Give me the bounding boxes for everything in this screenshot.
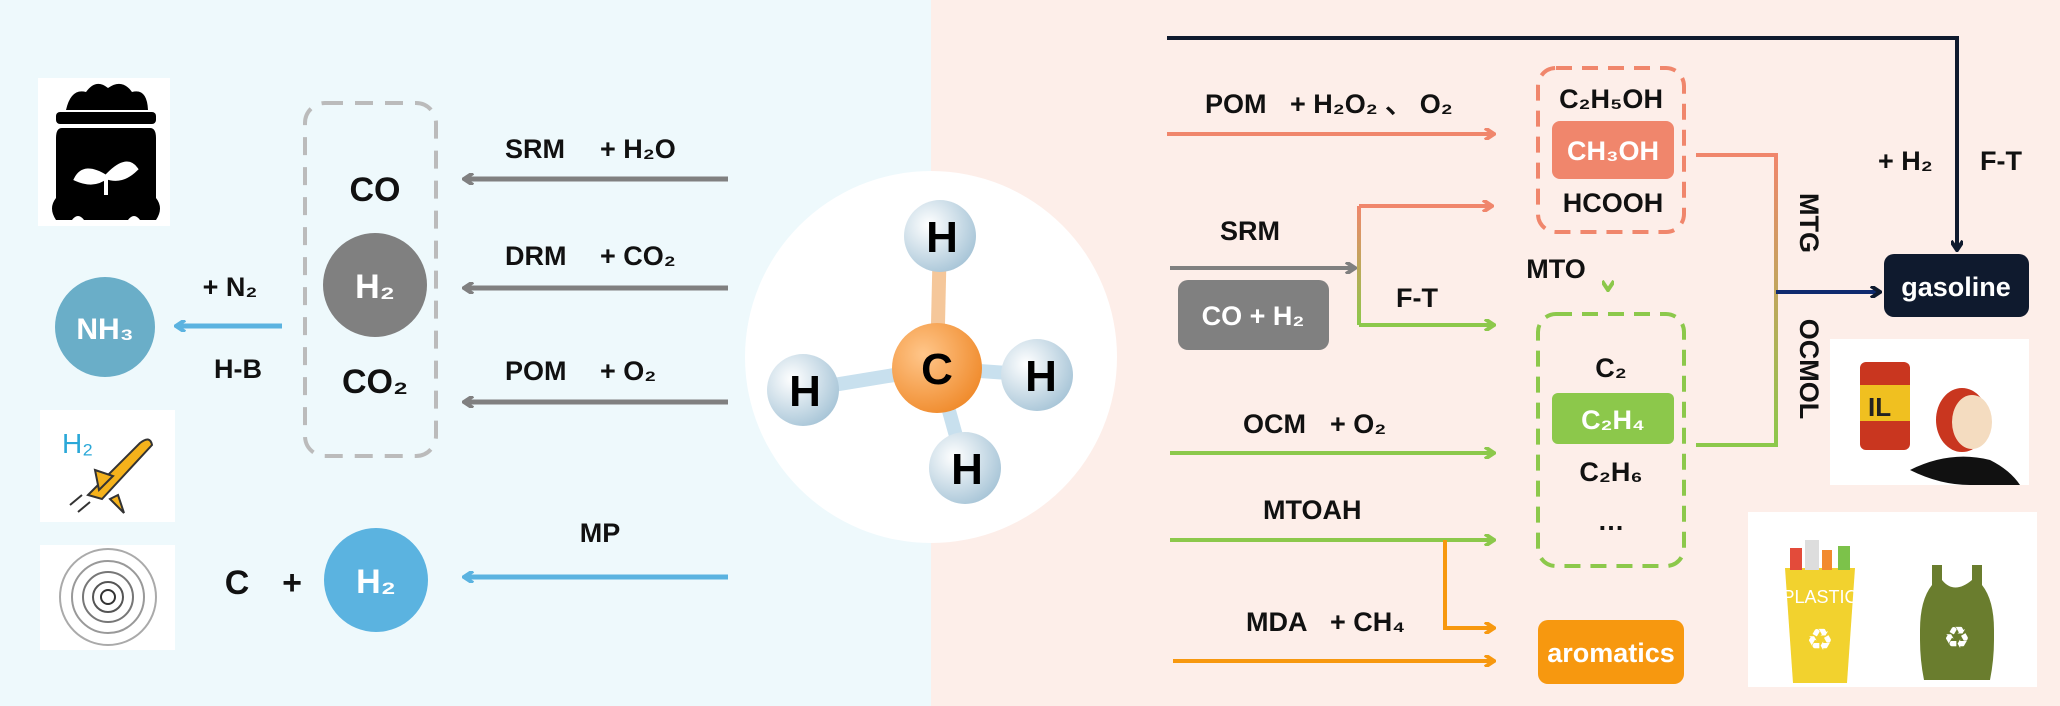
h2-syngas-label: H₂ [355,268,395,306]
syngas-label: CO + H₂ [1202,301,1305,331]
h-label-top: H [926,213,958,262]
ocmol-label: OCMOL [1794,319,1824,420]
oil-barrels-image: IL [1830,339,2029,485]
methane-molecule: C H H H H [745,171,1117,543]
nh3-circle [55,277,155,377]
mto-label: MTO [1526,254,1586,284]
formic-acid-label: HCOOH [1563,188,1664,218]
ocm-label: OCM [1243,409,1306,439]
top-h2-reagent: + H₂ [1878,146,1933,176]
olefins-box [1536,312,1686,568]
pom-reagent: + O₂ [600,356,656,386]
carbon-atom [892,323,982,413]
mtoah-aromatics-arrow [1443,540,1494,628]
hydrogen-atom-left [767,354,839,426]
h-label-right: H [1025,352,1057,401]
hydrogen-atom-right [1001,339,1073,411]
plus-label: + [282,564,302,602]
ethylene-box [1552,393,1674,444]
hb-label: H-B [214,354,262,384]
co-label: CO [350,171,401,209]
h-label-bottom: H [951,445,983,494]
methanol-label: CH₃OH [1567,136,1659,166]
oil-barrel-text: IL [1868,392,1891,422]
srm-reagent: + H₂O [600,134,676,164]
oxygenates-box [1536,66,1686,234]
h2-pyrolysis-circle [324,528,428,632]
direct-ft-arrow [1167,36,1957,250]
srm-right-label: SRM [1220,216,1280,246]
aromatics-box [1538,620,1684,684]
fertilizer-bag-icon [38,78,170,226]
hydrogen-rocket-icon: H₂ [40,410,175,522]
pom-right-reagent: + H₂O₂ 、 O₂ [1290,89,1453,119]
carbon-label: C [225,564,250,602]
hydrogen-atom-top [904,200,976,272]
gasoline-box [1884,254,2029,317]
srm-label: SRM [505,134,565,164]
ethylene-label: C₂H₄ [1581,405,1645,435]
mda-reagent: + CH₄ [1330,607,1405,637]
mp-label: MP [580,518,621,548]
top-ft-label: F-T [1980,146,2022,176]
more-label: … [1598,506,1625,536]
co2-label: CO₂ [342,363,408,401]
plastic-bin-text: PLASTIC [1782,587,1857,607]
syngas-box-right [1178,280,1329,350]
h-label-left: H [789,367,821,416]
n2-reagent: + N₂ [203,272,258,302]
drm-label: DRM [505,241,567,271]
drm-reagent: + CO₂ [600,241,676,271]
plastic-recycling-image: PLASTIC ♻ ♻ [1748,512,2037,687]
carbon-nanotube-icon [40,545,175,650]
ft-label: F-T [1396,283,1438,313]
mtoah-label: MTOAH [1263,495,1362,525]
recycle-icon: ♻ [1807,624,1834,657]
pom-label: POM [505,356,567,386]
h2-pyrolysis-label: H₂ [356,563,396,601]
mda-label: MDA [1246,607,1308,637]
ethane-label: C₂H₆ [1579,457,1642,487]
mtg-label: MTG [1794,193,1824,253]
carbon-atom-label: C [921,345,953,394]
ocm-reagent: + O₂ [1330,409,1386,439]
ethanol-label: C₂H₅OH [1559,84,1663,114]
c2-label: C₂ [1595,353,1627,383]
mtg-ocmol-line [1696,153,1778,447]
h2-syngas-circle [323,233,427,337]
hydrogen-atom-bottom [929,432,1001,504]
aromatics-label: aromatics [1547,638,1675,668]
recycle-bag-icon: ♻ [1944,622,1971,655]
methanol-box [1552,121,1674,179]
rocket-h2-text: H₂ [62,428,93,459]
syngas-box [303,101,438,458]
nh3-label: NH₃ [76,313,133,346]
pom-right-label: POM [1205,89,1267,119]
gasoline-label: gasoline [1901,272,2011,302]
